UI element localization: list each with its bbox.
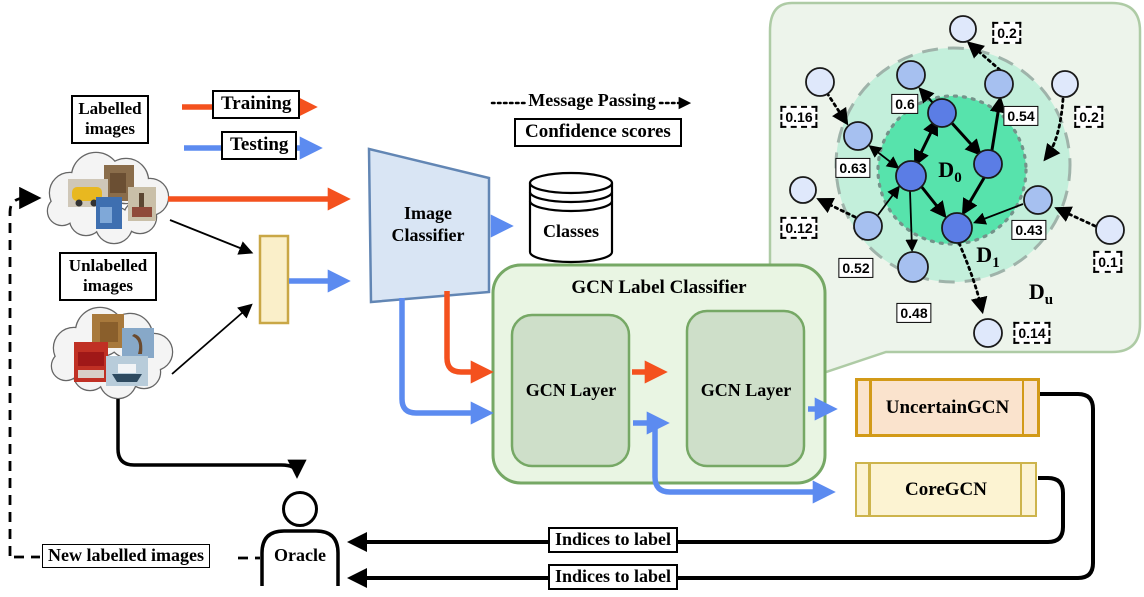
indices-to-label-bottom: Indices to label (548, 564, 679, 590)
confidence-score-badge: 0.43 (1011, 219, 1047, 241)
du-region-label: Du (1028, 278, 1054, 309)
training-legend-label: Training (212, 90, 301, 119)
classifier-trapezoid-icon (367, 147, 491, 304)
training-flow-arrows (168, 187, 668, 384)
labelled-images-label: Labelled images (71, 95, 149, 144)
confidence-score-badge: 0.48 (896, 302, 932, 324)
gcn-layer1-label: GCN Layer (525, 380, 617, 400)
gcn-classifier-title: GCN Label Classifier (571, 277, 747, 298)
confidence-score-badge: 0.54 (1003, 105, 1039, 127)
confidence-score-badge: 0.16 (780, 105, 818, 129)
labelled-images-cloud-icon (46, 151, 170, 245)
unlabelled-images-cloud-icon (50, 306, 174, 400)
graph-nodes (789, 15, 1125, 348)
unlabelled-to-oracle-line (116, 399, 307, 479)
uncertain-gcn-label: UncertainGCN (885, 396, 1010, 418)
core-to-oracle-line (347, 476, 1065, 552)
feedback-dashed-lines (8, 186, 260, 560)
graph-message-passing-edges (816, 41, 1097, 315)
confidence-score-badge: 0.2 (1074, 105, 1104, 129)
unlabelled-thumbnails (74, 314, 154, 386)
feature-bar-icon (258, 234, 290, 325)
black-flow-arrows (116, 219, 1095, 588)
confidence-score-badge: 0.12 (780, 216, 818, 240)
testing-legend-label: Testing (221, 131, 298, 160)
gcn-layer2-label: GCN Layer (700, 380, 792, 400)
unlabelled-to-bar-arrow (171, 303, 253, 375)
confidence-score-badge: 0.6 (891, 93, 919, 115)
graph-solid-edges (868, 87, 1024, 253)
confidence-score-badge: 0.52 (838, 257, 874, 279)
message-passing-label: Message Passing (526, 90, 658, 112)
core-gcn-label: CoreGCN (905, 478, 987, 500)
testing-flow-arrows (289, 214, 838, 504)
confidence-score-badge: 0.14 (1013, 321, 1051, 345)
core-gcn-module: CoreGCN (855, 462, 1037, 517)
d0-region-label: D0 (938, 156, 962, 187)
confidence-score-badge: 0.1 (1093, 250, 1123, 274)
new-labelled-images-label: New labelled images (42, 544, 210, 568)
indices-to-label-top: Indices to label (548, 527, 679, 553)
unlabelled-images-label: Unlabelled images (59, 252, 157, 301)
unlabelled-nodes (789, 15, 1125, 348)
confidence-score-badge: 0.63 (835, 157, 871, 179)
uncertain-gcn-module: UncertainGCN (855, 378, 1040, 437)
confidence-score-badge: 0.2 (992, 21, 1022, 45)
labelled-core-nodes (895, 98, 1003, 244)
intermediate-nodes (843, 60, 1053, 283)
confidence-scores-label: Confidence scores (514, 118, 682, 147)
labelled-to-bar-arrow (169, 219, 254, 255)
oracle-person-icon (260, 491, 340, 586)
uncertain-to-oracle-line (347, 392, 1095, 588)
oracle-label: Oracle (274, 545, 326, 565)
labelled-thumbnails (68, 165, 156, 229)
d1-region-label: D1 (976, 241, 1000, 272)
classes-label: Classes (542, 221, 599, 241)
gcn-layer1-box (510, 313, 631, 468)
gcn-layer2-box (685, 309, 806, 468)
image-classifier-label: Image Classifier (391, 203, 465, 245)
classes-database-icon (528, 171, 614, 264)
